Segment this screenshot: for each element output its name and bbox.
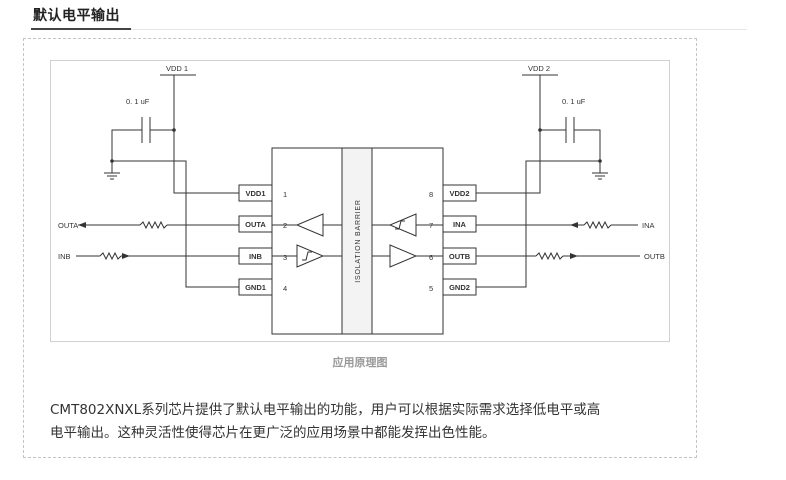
junction-dot-gnd1: [110, 159, 114, 163]
pin-name-vdd1: VDD1: [245, 189, 265, 198]
schematic-svg: VDD 1 VDD 2 0. 1 uF 0. 1 uF VDD1 OUTA IN…: [50, 60, 670, 342]
buffer-d-triangle: [389, 244, 418, 268]
pin-name-vdd2: VDD2: [449, 189, 469, 198]
ina-resistor: [583, 220, 612, 230]
pin-box-outa: [238, 215, 273, 233]
ina-arrow-icon: [570, 222, 578, 228]
pin-num-5: 5: [429, 284, 433, 293]
application-schematic: VDD 1 VDD 2 0. 1 uF 0. 1 uF VDD1 OUTA IN…: [50, 60, 670, 342]
pin-name-inb: INB: [249, 252, 263, 261]
signal-outb-label: OUTB: [644, 252, 665, 261]
description-line-1: CMT802XNXL系列芯片提供了默认电平输出的功能，用户可以根据实际需求选择低…: [50, 402, 601, 418]
junction-dot-gnd2: [598, 159, 602, 163]
inb-resistor: [99, 251, 122, 261]
buffer-b-triangle: [296, 244, 325, 268]
signal-outa-label: OUTA: [58, 221, 78, 230]
pin-box-ina: [442, 215, 477, 233]
pin-name-outb: OUTB: [449, 252, 471, 261]
vdd2-label: VDD 2: [528, 64, 550, 73]
inb-arrow-icon: [122, 253, 130, 259]
outb-resistor: [535, 251, 564, 261]
barrier-label: ISOLATION BARRIER: [355, 199, 362, 282]
signal-ina-label: INA: [642, 221, 655, 230]
schmitt-b-icon: [302, 251, 312, 261]
pin-num-7: 7: [429, 221, 433, 230]
pin-name-ina: INA: [453, 220, 467, 229]
description-paragraph: CMT802XNXL系列芯片提供了默认电平输出的功能，用户可以根据实际需求选择低…: [50, 399, 670, 445]
gnd2-wire: [476, 129, 601, 288]
vdd1-label: VDD 1: [166, 64, 188, 73]
pin-name-outa: OUTA: [245, 220, 266, 229]
vdd1-wire: [173, 75, 239, 194]
outa-resistor: [139, 220, 168, 230]
buffer-a-triangle: [295, 213, 324, 237]
pin-name-gnd2: GND2: [449, 283, 470, 292]
cap2-label: 0. 1 uF: [562, 97, 586, 106]
pin-num-3: 3: [283, 253, 287, 262]
vdd2-wire: [476, 75, 541, 194]
figure-caption: 应用原理图: [332, 356, 388, 369]
pin-num-1: 1: [283, 190, 287, 199]
pin-num-2: 2: [283, 221, 287, 230]
outb-arrow-icon: [570, 253, 578, 259]
junction-dot-vdd2: [538, 128, 542, 132]
title-underline: [31, 28, 131, 30]
schmitt-c-icon: [395, 220, 405, 230]
signal-inb-label: INB: [58, 252, 71, 261]
pin-num-4: 4: [283, 284, 287, 293]
cap1-label: 0. 1 uF: [126, 97, 150, 106]
pin-num-8: 8: [429, 190, 433, 199]
gnd1-wire: [111, 129, 239, 288]
pin-name-gnd1: GND1: [245, 283, 266, 292]
junction-dot-vdd1: [172, 128, 176, 132]
buffer-c-triangle: [388, 213, 417, 237]
section-title: 默认电平输出: [33, 8, 120, 24]
outa-arrow-icon: [78, 222, 86, 228]
description-line-2: 电平输出。这种灵活性使得芯片在更广泛的应用场景中都能发挥出色性能。: [50, 425, 496, 441]
title-divider: [31, 29, 747, 30]
pin-num-6: 6: [429, 253, 433, 262]
isolation-barrier: [341, 147, 373, 335]
content-card: [23, 38, 697, 458]
